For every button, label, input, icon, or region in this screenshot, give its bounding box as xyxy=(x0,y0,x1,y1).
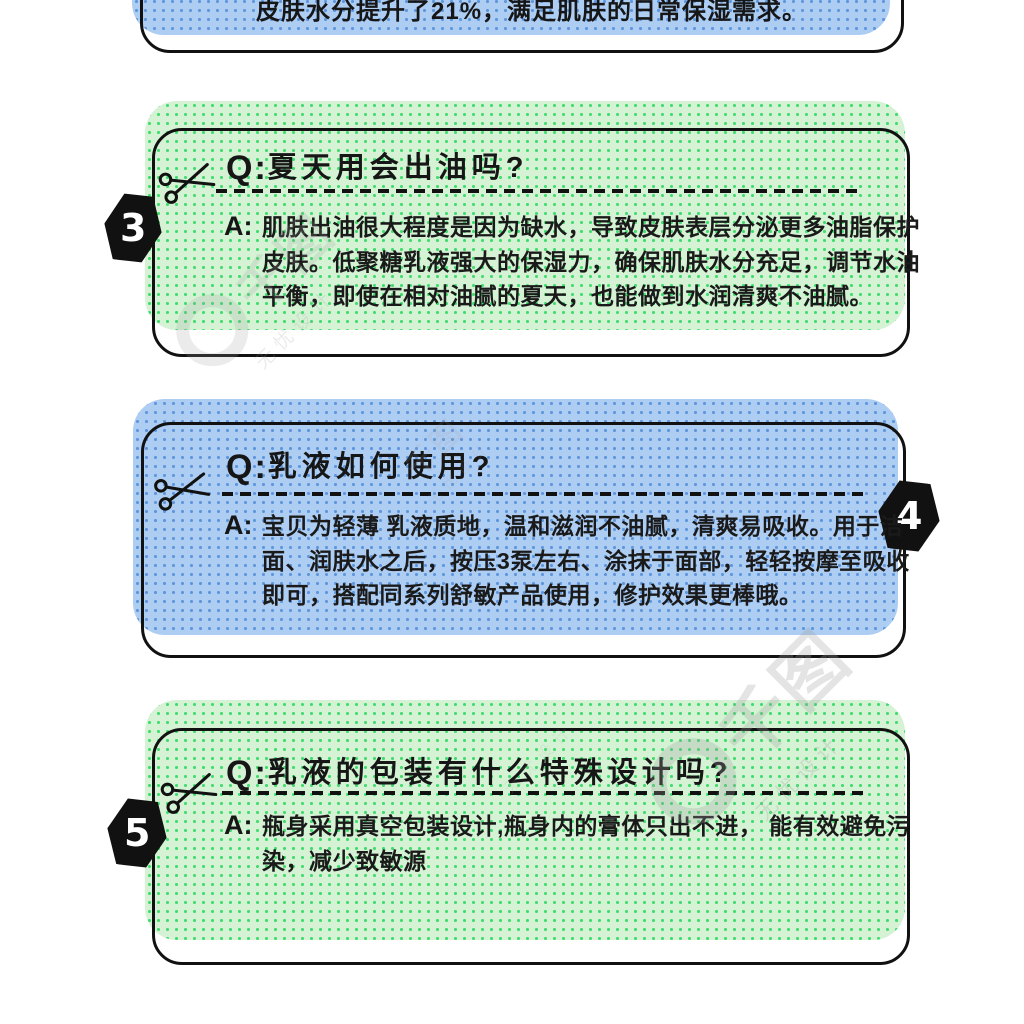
card-3-note-background xyxy=(145,101,905,330)
question-label: Q: xyxy=(226,448,268,486)
answer-label: A: xyxy=(224,211,253,241)
card-4-note-background xyxy=(133,399,898,635)
answer-line: 瓶身采用真空包装设计,瓶身内的膏体只出不进， 能有效避免污 xyxy=(262,813,911,839)
scissors-icon xyxy=(156,764,223,824)
scissors-icon xyxy=(150,464,215,521)
dashed-divider xyxy=(222,791,868,795)
card-2-note-background xyxy=(132,0,890,35)
card-2-outline xyxy=(140,0,904,53)
dashed-divider xyxy=(222,492,866,496)
answer-label: A: xyxy=(224,510,253,540)
dashed-divider xyxy=(216,189,862,193)
answer-line: 宝贝为轻薄 乳液质地，温和滋润不油腻，清爽易吸收。用于洁 xyxy=(262,513,904,539)
answer-line: 即可，搭配同系列舒敏产品使用，修护效果更棒哦。 xyxy=(262,582,803,608)
question-label: Q: xyxy=(226,754,268,792)
card-3-answer: 肌肤出油很大程度是因为缺水，导致皮肤表层分泌更多油脂保护 皮肤。低聚糖乳液强大的… xyxy=(262,210,920,314)
answer-line: 皮肤。低聚糖乳液强大的保湿力，确保肌肤水分充足，调节水油 xyxy=(262,248,920,275)
badge-number-3: 3 xyxy=(119,205,147,250)
card-5-answer: 瓶身采用真空包装设计,瓶身内的膏体只出不进， 能有效避免污 染，减少致敏源 xyxy=(262,809,911,878)
card-4-question: Q:乳液如何使用? xyxy=(226,443,495,487)
question-label: Q: xyxy=(226,149,268,187)
card-5-note-background xyxy=(145,700,905,940)
answer-label: A: xyxy=(224,810,253,840)
question-text: 夏天用会出油吗? xyxy=(267,152,529,184)
card-4-answer: 宝贝为轻薄 乳液质地，温和滋润不油腻，清爽易吸收。用于洁 面、润肤水之后，按压3… xyxy=(262,509,910,613)
card-5-question: Q:乳液的包装有什么特殊设计吗? xyxy=(226,749,733,793)
question-text: 乳液如何使用? xyxy=(267,451,495,483)
badge-number-5: 5 xyxy=(123,810,151,855)
card-3-question: Q:夏天用会出油吗? xyxy=(226,144,529,188)
question-text: 乳液的包装有什么特殊设计吗? xyxy=(267,757,733,789)
answer-line: 面、润肤水之后，按压3泵左右、涂抹于面部，轻轻按摩至吸收 xyxy=(262,547,910,574)
scissors-icon xyxy=(154,154,221,214)
answer-line: 肌肤出油很大程度是因为缺水，导致皮肤表层分泌更多油脂保护 xyxy=(262,214,920,240)
answer-line: 平衡，即使在相对油腻的夏天，也能做到水润清爽不油腻。 xyxy=(262,283,873,309)
card-2-answer-line: 皮肤水分提升了21%，满足肌肤的日常保湿需求。 xyxy=(256,0,808,25)
answer-line: 染，减少致敏源 xyxy=(262,847,427,874)
